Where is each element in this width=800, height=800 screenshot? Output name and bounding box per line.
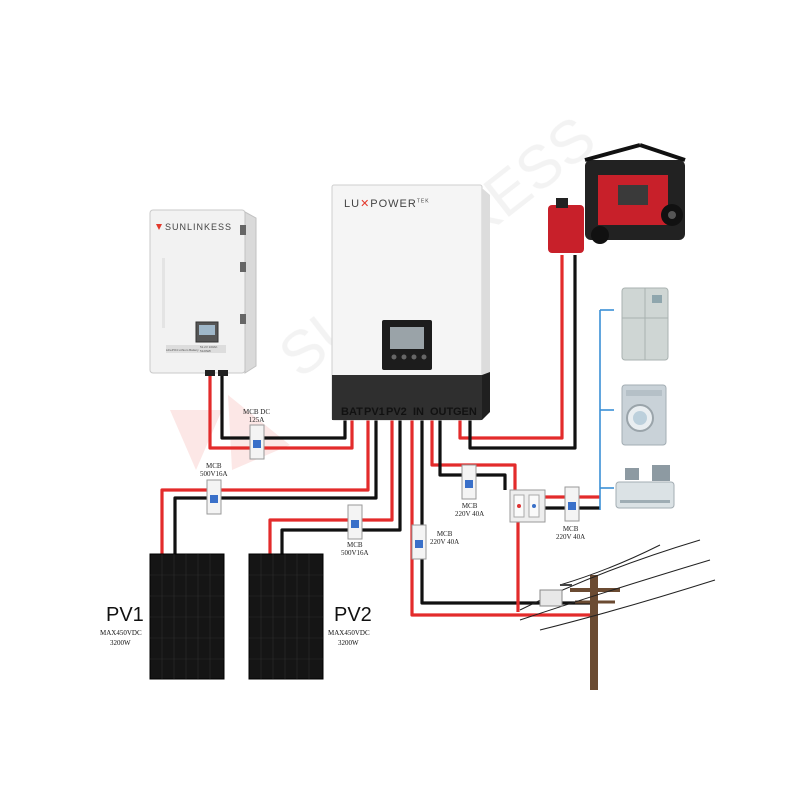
battery-unit: SUNLINKESS LiFePO4 Lithium Battery 51.2V… <box>149 209 257 376</box>
transfer-switch <box>509 489 546 523</box>
battery-label-line3: 5120Wh <box>200 349 212 353</box>
wire-bat-pos <box>208 375 354 450</box>
wire-pv1-pos <box>160 420 370 555</box>
breaker-out-label: MCB 220V 40A <box>455 502 484 518</box>
breaker-load-line2: 220V 40A <box>556 533 586 541</box>
breaker-in <box>411 524 427 560</box>
breaker-pv1-line2: 500V16A <box>200 470 228 478</box>
wire-in-red <box>410 420 590 617</box>
wire-bat-neg <box>220 375 347 440</box>
wire-gen-black <box>468 255 577 450</box>
inverter-brand: LU✕POWERTEK <box>344 197 430 210</box>
inverter-brand-suffix: TEK <box>416 198 430 205</box>
load-air-conditioner <box>615 465 675 509</box>
pv-panel-2 <box>248 553 324 680</box>
battery-label-line1: LiFePO4 Lithium Battery <box>166 348 199 352</box>
load-refrigerator <box>621 287 669 361</box>
utility-pole <box>519 539 716 690</box>
breaker-out-line2: 220V 40A <box>455 510 485 518</box>
load-bus <box>599 309 614 510</box>
breaker-in-line2: 220V 40A <box>430 538 460 546</box>
pv1-spec1: MAX450VDC <box>100 629 142 637</box>
pv1-spec2: 3200W <box>110 639 131 647</box>
breaker-pv2-line1: MCB <box>347 541 363 549</box>
breaker-in-label: MCB 220V 40A <box>430 530 459 546</box>
pv2-spec2: 3200W <box>338 639 359 647</box>
port-pv1: PV1 <box>364 406 385 418</box>
inverter-brand-prefix: LU <box>344 198 361 210</box>
breaker-load <box>564 486 580 522</box>
breaker-load-line1: MCB <box>562 525 579 533</box>
breaker-in-line1: MCB <box>436 530 453 538</box>
breaker-bat-line2: 125A <box>248 416 265 424</box>
pv2-spec1: MAX450VDC <box>328 629 370 637</box>
port-pv2: PV2 <box>386 406 407 418</box>
battery-label-line2: 51.2V 100Ah <box>200 345 218 349</box>
breaker-out <box>461 464 477 500</box>
breaker-bat-line1: MCB DC <box>243 408 271 416</box>
breaker-load-label: MCB 220V 40A <box>556 525 585 541</box>
pv1-name: PV1 <box>106 604 144 626</box>
breaker-pv1-label: MCB 500V16A <box>200 462 228 478</box>
breaker-pv2-line2: 500V16A <box>341 549 369 557</box>
breaker-out-line1: MCB <box>461 502 478 510</box>
battery-logo-icon <box>156 224 162 230</box>
wire-pv1-neg <box>173 420 378 555</box>
breaker-pv2 <box>347 504 363 540</box>
port-gen: GEN <box>453 406 477 418</box>
watermark-logo-left <box>170 410 222 470</box>
wire-gen-red <box>458 255 564 440</box>
breaker-pv1 <box>206 479 222 515</box>
wire-pv2-pos <box>268 420 394 555</box>
port-bat: BAT <box>341 406 363 418</box>
breaker-bat-label: MCB DC 125A <box>243 408 270 424</box>
wire-pv2-neg <box>280 420 402 555</box>
generator <box>548 143 686 253</box>
pv2-spec: MAX450VDC 3200W <box>328 628 370 648</box>
breaker-bat <box>249 424 265 460</box>
port-in: IN <box>413 406 424 418</box>
port-out: OUT <box>430 406 454 418</box>
pv-panel-1 <box>149 553 225 680</box>
inverter-brand-mid: POWER <box>370 198 417 210</box>
breaker-pv2-label: MCB 500V16A <box>341 541 369 557</box>
battery-brand: SUNLINKESS <box>165 222 232 232</box>
load-washing-machine <box>621 384 667 446</box>
inverter-brand-x-icon: ✕ <box>360 198 371 210</box>
pv1-spec: MAX450VDC 3200W <box>100 628 142 648</box>
inverter-unit <box>331 184 490 421</box>
pv2-name: PV2 <box>334 604 372 626</box>
breaker-pv1-line1: MCB <box>206 462 222 470</box>
